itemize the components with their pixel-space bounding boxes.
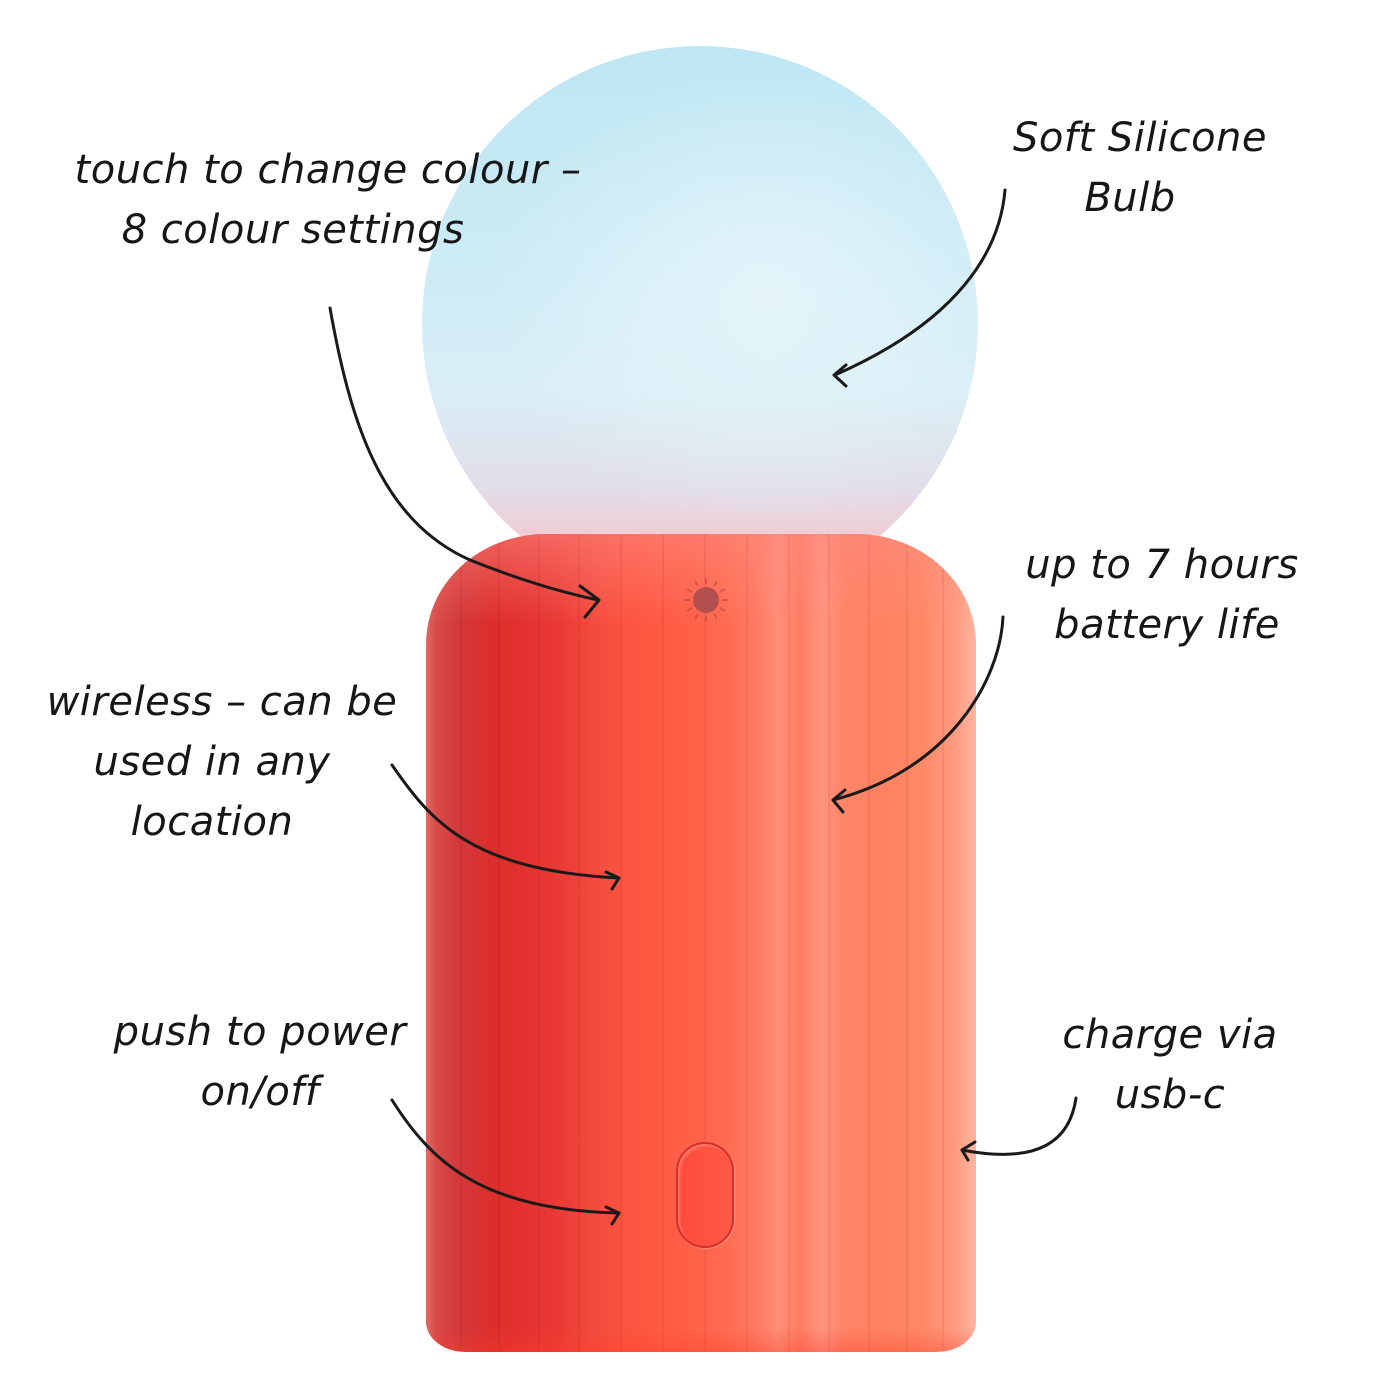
sun-ray bbox=[686, 588, 693, 593]
body-rib bbox=[578, 534, 580, 1352]
annotation-line: 8 colour settings bbox=[121, 207, 465, 253]
sun-ray bbox=[713, 580, 718, 587]
body-rib bbox=[460, 534, 462, 1352]
body-rib bbox=[906, 534, 908, 1352]
body-rib bbox=[538, 534, 540, 1352]
annotation-wireless: wireless – can be used in any location bbox=[22, 672, 422, 852]
body-rib bbox=[746, 534, 748, 1352]
body-rib bbox=[942, 534, 944, 1352]
body-rib bbox=[662, 534, 664, 1352]
body-bottom-rim bbox=[426, 1328, 976, 1352]
annotation-line: Bulb bbox=[1084, 175, 1176, 221]
annotation-touch-colour: touch to change colour – 8 colour settin… bbox=[58, 140, 598, 260]
annotation-line: on/off bbox=[200, 1069, 320, 1115]
sun-ray bbox=[694, 580, 699, 587]
silicone-bulb bbox=[422, 46, 978, 536]
annotation-line: battery life bbox=[1054, 602, 1280, 648]
annotation-line: used in any bbox=[93, 739, 331, 785]
body-rib bbox=[498, 534, 500, 1352]
body-rib bbox=[868, 534, 870, 1352]
annotation-charge: charge via usb-c bbox=[1050, 1005, 1290, 1125]
sun-ray bbox=[722, 599, 728, 601]
sun-ray bbox=[705, 578, 707, 584]
annotation-line: touch to change colour – bbox=[74, 147, 582, 193]
annotation-line: location bbox=[130, 799, 294, 845]
sun-ray bbox=[719, 588, 726, 593]
sun-ray bbox=[694, 613, 699, 620]
annotation-line: up to 7 hours bbox=[1025, 542, 1299, 588]
annotation-line: Soft Silicone bbox=[1013, 115, 1267, 161]
sun-ray bbox=[719, 607, 726, 612]
annotation-line: wireless – can be bbox=[46, 679, 398, 725]
sun-ray bbox=[684, 599, 690, 601]
body-rib bbox=[620, 534, 622, 1352]
body-rib bbox=[828, 534, 830, 1352]
power-button[interactable] bbox=[676, 1142, 734, 1248]
annotation-line: usb-c bbox=[1114, 1072, 1226, 1118]
sun-ray bbox=[686, 607, 693, 612]
annotation-soft-silicone: Soft Silicone Bulb bbox=[990, 108, 1290, 228]
annotation-battery-life: up to 7 hours battery life bbox=[1012, 535, 1312, 655]
sensor-dot bbox=[693, 587, 719, 613]
body-rib bbox=[704, 534, 706, 1352]
touch-sensor-sun-icon[interactable] bbox=[684, 578, 728, 622]
sun-ray bbox=[713, 613, 718, 620]
annotation-line: push to power bbox=[113, 1009, 407, 1055]
sun-ray bbox=[705, 616, 707, 622]
annotation-power: push to power on/off bbox=[100, 1002, 420, 1122]
body-rib bbox=[788, 534, 790, 1352]
annotation-line: charge via bbox=[1062, 1012, 1278, 1058]
